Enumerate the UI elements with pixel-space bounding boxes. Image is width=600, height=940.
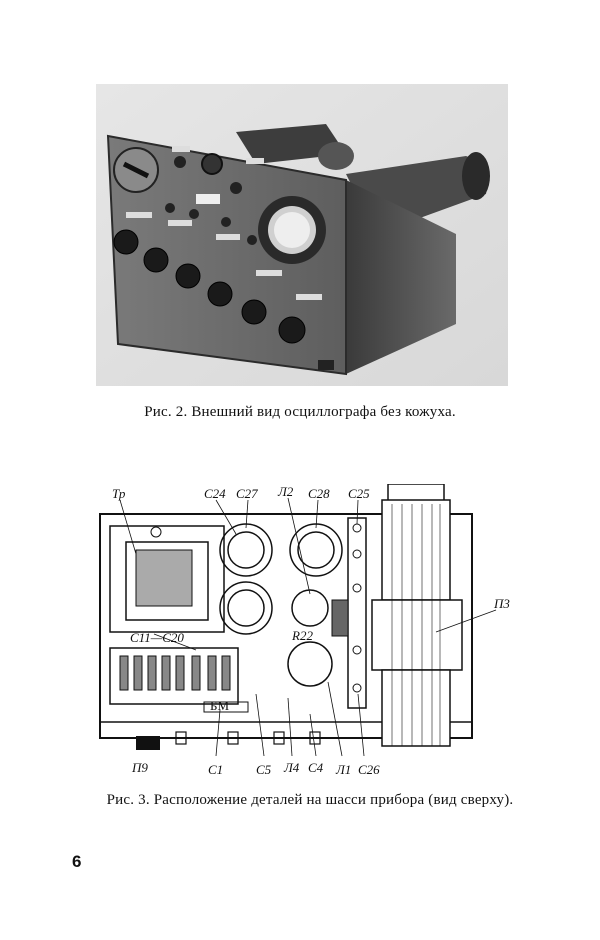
label-l1: Л1: [335, 762, 351, 777]
label-c25: С25: [348, 486, 370, 501]
label-c11-c20: С11—С20: [130, 630, 184, 645]
oscilloscope-photo: [96, 84, 508, 386]
label-r22: R22: [291, 628, 313, 643]
chassis-layout-diagram: Тр С24 С27 Л2 С28 С25 П3 С11—С20 R22 БМ …: [99, 484, 510, 777]
label-bm: БМ: [210, 698, 229, 713]
label-c5: С5: [256, 762, 272, 777]
label-c26: С26: [358, 762, 380, 777]
label-p9: П9: [131, 760, 148, 775]
label-tr: Тр: [112, 486, 126, 501]
label-c27: С27: [236, 486, 258, 501]
figure-3-caption: Рис. 3. Расположение деталей на шасси пр…: [106, 792, 514, 808]
label-l4: Л4: [283, 760, 300, 775]
figure-2-caption: Рис. 2. Внешний вид осциллографа без кож…: [144, 404, 456, 420]
label-c28: С28: [308, 486, 330, 501]
label-p3: П3: [493, 596, 510, 611]
label-c4: С4: [308, 760, 324, 775]
label-c1: С1: [208, 762, 223, 777]
page-number: 6: [72, 852, 82, 871]
label-c24: С24: [204, 486, 226, 501]
label-l2: Л2: [277, 484, 294, 499]
